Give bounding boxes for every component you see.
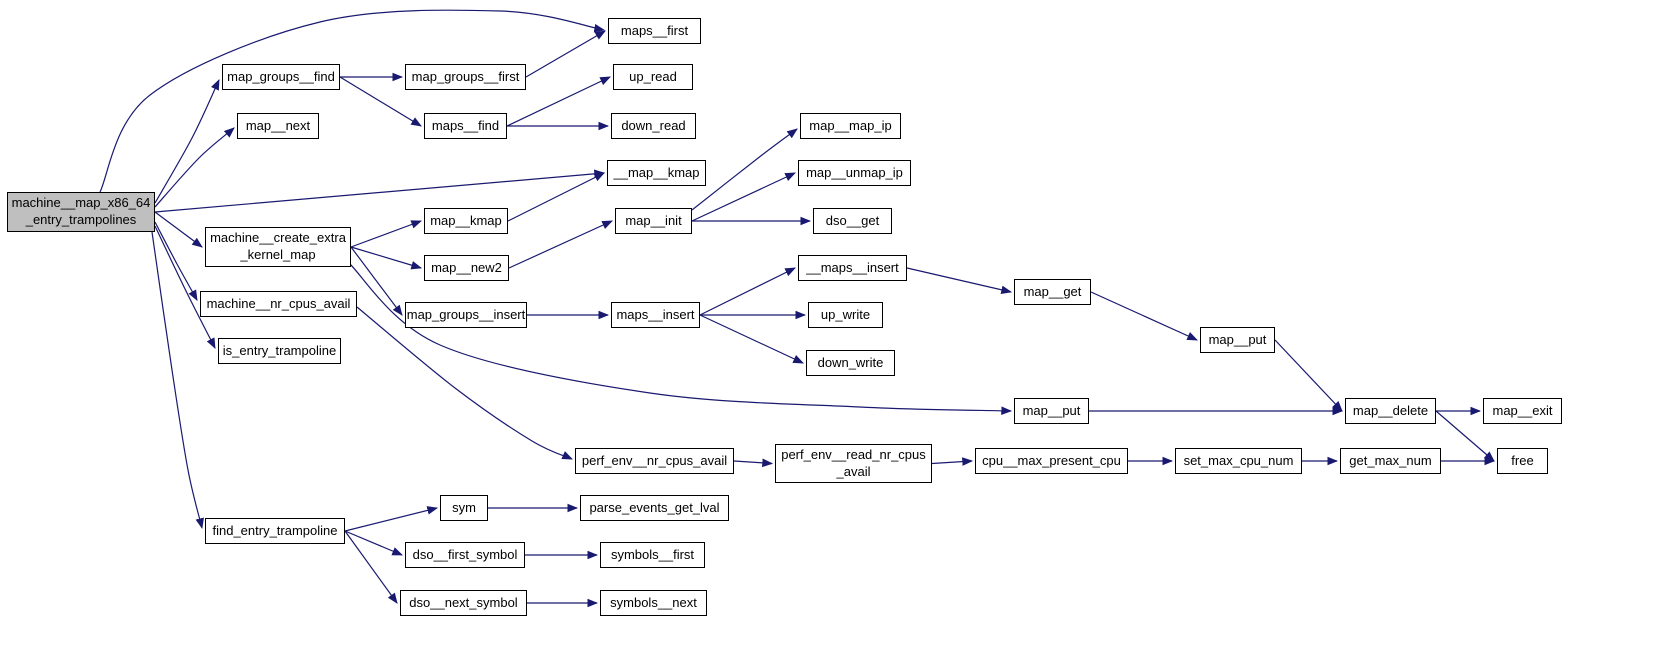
edge-maps__insert-to-down_write (699, 314, 804, 364)
node-machine__map_x86_64_entry_trampolines: machine__map_x86_64 _entry_trampolines (7, 192, 155, 232)
edge-maps__insert-to-__maps__insert (699, 267, 796, 316)
node-dso__get[interactable]: dso__get (813, 208, 892, 234)
node-map__new2[interactable]: map__new2 (424, 255, 509, 281)
node-map_groups__find[interactable]: map_groups__find (222, 64, 340, 90)
edge-machine__map_x86_64_entry_trampolines-to-map__next (154, 127, 235, 208)
edge-perf_env__read_nr_cpus_avail-to-cpu__max_present_cpu (931, 457, 974, 466)
edge-find_entry_trampoline-to-sym (344, 506, 439, 532)
node-maps__find[interactable]: maps__find (424, 113, 507, 139)
node-perf_env__read_nr_cpus_avail[interactable]: perf_env__read_nr_cpus _avail (775, 444, 932, 483)
edge-map__put_a-to-map__delete (1274, 339, 1343, 412)
node-map__unmap_ip[interactable]: map__unmap_ip (798, 160, 911, 186)
edge-map__get-to-map__put_a (1090, 291, 1198, 341)
node-perf_env__nr_cpus_avail[interactable]: perf_env__nr_cpus_avail (575, 448, 734, 474)
node-dso__first_symbol[interactable]: dso__first_symbol (405, 542, 525, 568)
node-map__put_a[interactable]: map__put (1200, 327, 1275, 353)
edge-machine__create_extra_kernel_map-to-map_groups__insert (350, 246, 403, 316)
node-map__next[interactable]: map__next (237, 113, 319, 139)
edge-machine__create_extra_kernel_map-to-map__kmap (350, 220, 423, 248)
node-is_entry_trampoline[interactable]: is_entry_trampoline (218, 338, 341, 364)
edge-machine__map_x86_64_entry_trampolines-to-map_groups__find (154, 79, 220, 204)
node-dso__next_symbol[interactable]: dso__next_symbol (400, 590, 527, 616)
edge-machine__map_x86_64_entry_trampolines-to-__map__kmap (154, 169, 606, 213)
node-free[interactable]: free (1497, 448, 1548, 474)
node-__maps__insert[interactable]: __maps__insert (798, 255, 907, 281)
edge-machine__map_x86_64_entry_trampolines-to-find_entry_trampoline (151, 231, 204, 530)
edge-perf_env__nr_cpus_avail-to-perf_env__read_nr_cpus_avail (733, 458, 774, 468)
edge-find_entry_trampoline-to-dso__next_symbol (344, 530, 398, 604)
edge-map__init-to-map__unmap_ip (691, 172, 796, 222)
edge-find_entry_trampoline-to-dso__first_symbol (344, 530, 403, 556)
edge-machine__create_extra_kernel_map-to-map__new2 (350, 246, 423, 270)
node-map__delete[interactable]: map__delete (1345, 398, 1436, 424)
node-map__kmap[interactable]: map__kmap (424, 208, 508, 234)
node-cpu__max_present_cpu[interactable]: cpu__max_present_cpu (975, 448, 1128, 474)
node-map__map_ip[interactable]: map__map_ip (800, 113, 901, 139)
node-symbols__next[interactable]: symbols__next (600, 590, 707, 616)
node-get_max_num[interactable]: get_max_num (1340, 448, 1441, 474)
node-symbols__first[interactable]: symbols__first (600, 542, 705, 568)
edge-machine__map_x86_64_entry_trampolines-to-maps__first (99, 9, 606, 193)
edge-map_groups__first-to-maps__first (525, 30, 606, 78)
node-down_write[interactable]: down_write (806, 350, 895, 376)
edge-map__new2-to-map__init (508, 220, 613, 269)
node-map__get[interactable]: map__get (1014, 279, 1091, 305)
node-map__put_b[interactable]: map__put (1014, 398, 1089, 424)
edge-machine__map_x86_64_entry_trampolines-to-machine__create_extra_kernel_map (154, 211, 203, 248)
node-map_groups__first[interactable]: map_groups__first (405, 64, 526, 90)
node-machine__create_extra_kernel_map[interactable]: machine__create_extra _kernel_map (205, 227, 351, 267)
node-sym[interactable]: sym (440, 495, 488, 521)
node-map__init[interactable]: map__init (615, 208, 692, 234)
node-up_read[interactable]: up_read (613, 64, 693, 90)
node-parse_events_get_lval[interactable]: parse_events_get_lval (580, 495, 729, 521)
edge-machine__nr_cpus_avail-to-perf_env__nr_cpus_avail (356, 306, 573, 460)
node-maps__insert[interactable]: maps__insert (611, 302, 700, 328)
node-map_groups__insert[interactable]: map_groups__insert (405, 302, 527, 328)
node-__map__kmap[interactable]: __map__kmap (607, 160, 706, 186)
node-up_write[interactable]: up_write (808, 302, 883, 328)
edge-__maps__insert-to-map__get (906, 267, 1013, 295)
node-machine__nr_cpus_avail[interactable]: machine__nr_cpus_avail (200, 291, 357, 317)
node-down_read[interactable]: down_read (611, 113, 696, 139)
node-map__exit[interactable]: map__exit (1483, 398, 1562, 424)
edge-machine__create_extra_kernel_map-to-map__put_b (347, 261, 1013, 416)
edge-machine__map_x86_64_entry_trampolines-to-machine__nr_cpus_avail (154, 221, 198, 301)
edge-map__kmap-to-__map__kmap (507, 172, 605, 222)
node-set_max_cpu_num[interactable]: set_max_cpu_num (1175, 448, 1302, 474)
node-maps__first[interactable]: maps__first (608, 18, 701, 44)
node-find_entry_trampoline[interactable]: find_entry_trampoline (205, 518, 345, 544)
edge-map__init-to-map__map_ip (691, 128, 798, 211)
